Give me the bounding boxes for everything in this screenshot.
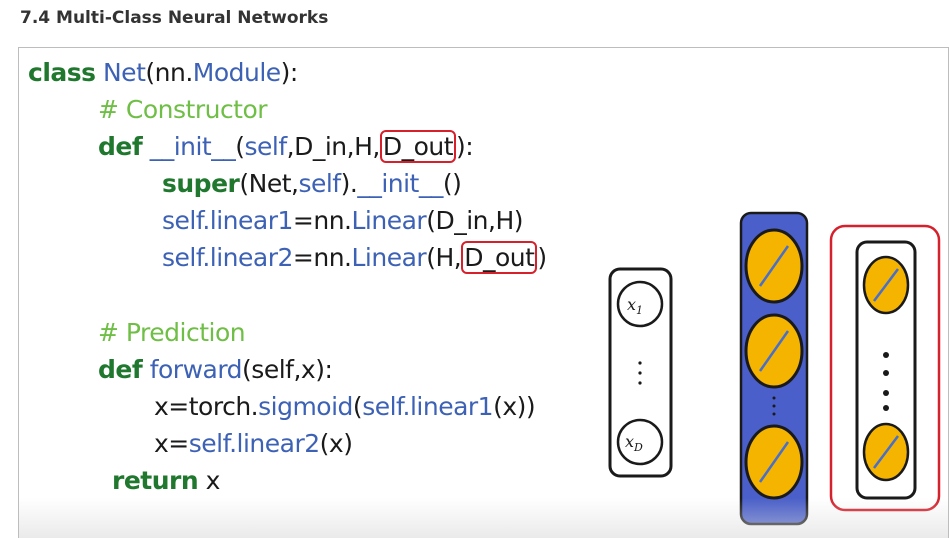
keyword-class: class bbox=[28, 58, 96, 87]
code-line-linear2-call: x=self.linear2(x) bbox=[154, 429, 353, 458]
slide-panel: class Net(nn.Module): # Constructor def … bbox=[18, 47, 949, 538]
network-diagram: x1 xD bbox=[608, 211, 941, 526]
section-heading: 7.4 Multi-Class Neural Networks bbox=[20, 8, 329, 28]
svg-text:x1: x1 bbox=[627, 295, 643, 317]
bottom-fade bbox=[19, 498, 948, 538]
input-node-bottom bbox=[616, 418, 664, 466]
input-top-label: x bbox=[627, 295, 636, 314]
hidden-ellipsis-dots bbox=[772, 396, 776, 416]
output-ellipsis-dots bbox=[883, 352, 889, 411]
code-line-sigmoid: x=torch.sigmoid(self.linear1(x)) bbox=[154, 392, 536, 421]
input-top-subscript: 1 bbox=[636, 304, 643, 317]
code-line-linear1: self.linear1=nn.Linear(D_in,H) bbox=[162, 206, 523, 235]
input-bottom-label: x bbox=[625, 432, 634, 451]
highlight-d-out-param: D_out bbox=[379, 130, 457, 163]
input-ellipsis-dots bbox=[638, 361, 642, 385]
hidden-neuron-1 bbox=[744, 228, 804, 304]
output-neuron-top bbox=[862, 255, 910, 315]
svg-text:xD: xD bbox=[625, 432, 643, 454]
code-line-linear2: self.linear2=nn.Linear(H,D_out) bbox=[162, 241, 547, 274]
module-name: Module bbox=[192, 58, 281, 87]
comment-constructor: # Constructor bbox=[98, 95, 268, 124]
highlight-d-out-arg: D_out bbox=[461, 241, 538, 274]
hidden-neuron-2 bbox=[744, 313, 804, 389]
class-name: Net bbox=[102, 58, 146, 87]
output-neuron-bottom bbox=[862, 422, 910, 482]
input-node-top bbox=[616, 280, 664, 328]
comment-prediction: # Prediction bbox=[98, 318, 246, 347]
hidden-neuron-3 bbox=[744, 424, 804, 500]
input-bottom-subscript: D bbox=[633, 441, 643, 454]
code-line-init: def __init__(self,D_in,H,D_out): bbox=[98, 130, 474, 163]
code-line-return: return x bbox=[112, 466, 220, 495]
code-line-1: class Net(nn.Module): bbox=[28, 58, 298, 87]
code-line-forward: def forward(self,x): bbox=[98, 355, 333, 384]
code-line-super: super(Net,self).__init__() bbox=[162, 169, 462, 198]
